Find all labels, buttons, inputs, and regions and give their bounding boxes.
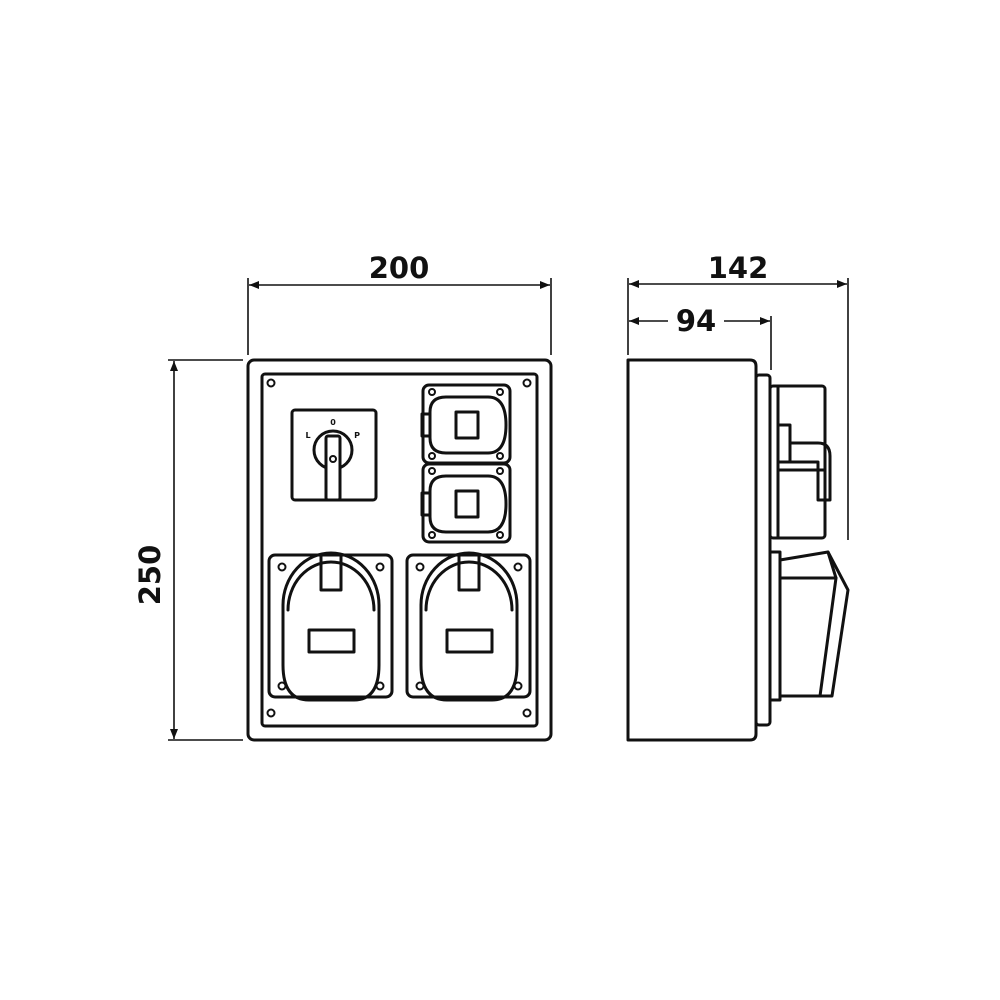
plate-screw xyxy=(266,378,276,388)
side-large-socket xyxy=(768,550,850,702)
small-socket-top xyxy=(420,383,512,465)
dimension-label-142: 142 xyxy=(708,251,769,285)
side-body-outline xyxy=(626,358,758,742)
small-socket-bottom xyxy=(420,462,512,544)
front-plate xyxy=(260,372,539,728)
side-plate-step xyxy=(754,373,772,727)
dimension-label-200: 200 xyxy=(369,251,430,285)
dimension-side-total: 142 xyxy=(627,251,849,540)
enclosure-outline xyxy=(246,358,553,742)
front-view: L 0 P xyxy=(133,251,553,742)
large-socket-left xyxy=(267,551,394,702)
dimension-front-width: 200 xyxy=(247,251,552,355)
side-small-sockets xyxy=(768,384,832,540)
dimension-front-height: 250 xyxy=(133,359,243,741)
plate-screw xyxy=(522,708,532,718)
selector-switch: L 0 P xyxy=(290,408,378,502)
switch-label-right: P xyxy=(354,431,360,440)
side-view: 142 94 xyxy=(626,251,850,742)
switch-label-left: L xyxy=(305,431,310,440)
large-socket-right xyxy=(405,551,532,702)
switch-label-center: 0 xyxy=(330,418,336,427)
plate-screw xyxy=(266,708,276,718)
plate-screw xyxy=(522,378,532,388)
dimension-side-body: 94 xyxy=(629,304,772,370)
dimension-label-94: 94 xyxy=(676,304,716,338)
dimension-label-250: 250 xyxy=(133,545,167,606)
